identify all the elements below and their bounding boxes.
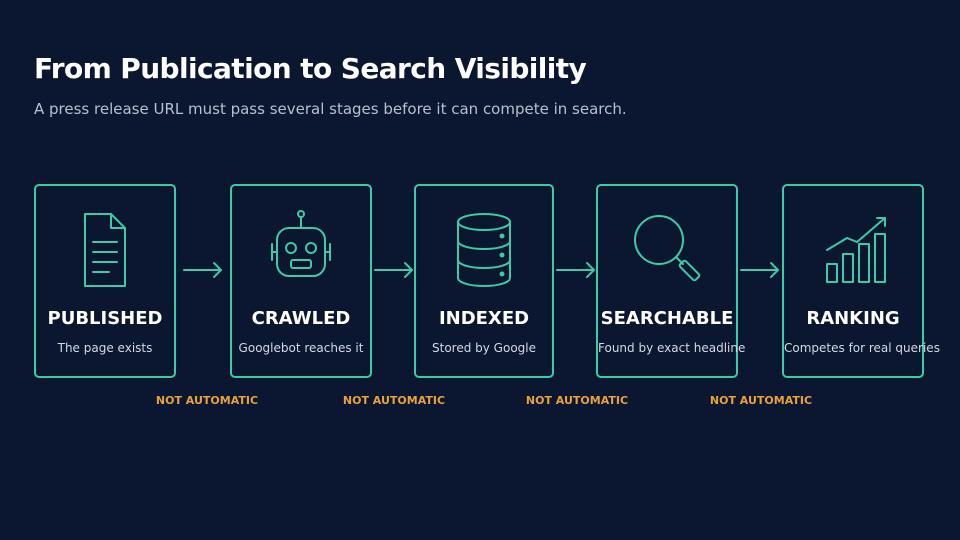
arrow-right-icon — [739, 261, 781, 279]
bar-chart-trend-icon — [813, 208, 893, 288]
transition-note: NOT AUTOMATIC — [155, 394, 259, 407]
stage-published: PUBLISHED The page exists — [34, 184, 176, 378]
transition-note: NOT AUTOMATIC — [709, 394, 813, 407]
stage-name: RANKING — [806, 308, 900, 329]
stage-description: Stored by Google — [432, 341, 536, 355]
arrow-right-icon — [182, 261, 224, 279]
stage-name: CRAWLED — [251, 308, 351, 329]
arrow-right-icon — [555, 261, 597, 279]
stage-name: INDEXED — [438, 308, 530, 329]
arrow-right-icon — [373, 261, 415, 279]
stage-crawled: CRAWLED Googlebot reaches it — [230, 184, 372, 378]
page-subtitle: A press release URL must pass several st… — [34, 100, 627, 118]
stage-name: SEARCHABLE — [600, 308, 734, 329]
stage-indexed: INDEXED Stored by Google — [414, 184, 554, 378]
stage-description: Found by exact headline — [598, 341, 746, 355]
document-icon — [65, 208, 145, 288]
stage-name: PUBLISHED — [47, 308, 163, 329]
stage-description: Competes for real queries — [784, 341, 940, 355]
transition-note: NOT AUTOMATIC — [342, 394, 446, 407]
robot-icon — [261, 208, 341, 288]
magnifier-icon — [627, 208, 707, 288]
stage-ranking: RANKING Competes for real queries — [782, 184, 940, 378]
stage-searchable: SEARCHABLE Found by exact headline — [596, 184, 746, 378]
stage-description: Googlebot reaches it — [238, 341, 364, 355]
database-icon — [444, 208, 524, 288]
transition-note: NOT AUTOMATIC — [525, 394, 629, 407]
page-title: From Publication to Search Visibility — [34, 52, 587, 85]
stage-description: The page exists — [57, 341, 153, 355]
